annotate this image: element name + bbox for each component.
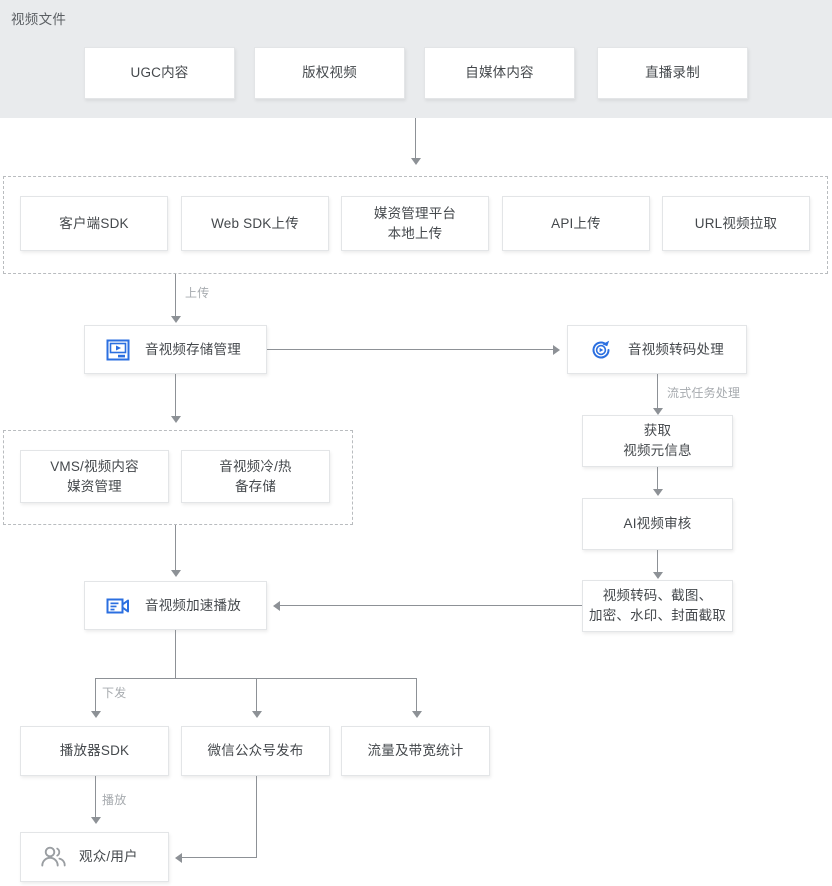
connector-meta-to-ai-review-arrowhead [653,489,663,496]
connector-upload-to-storage [175,274,176,319]
upload-box-web-sdk-label: Web SDK上传 [211,215,299,231]
connector-ai-review-to-process [657,550,658,575]
connector-wechat-to-audience-arrowhead [175,853,182,863]
connector-storage-to-transcode [267,349,554,350]
pipeline-box-transcode-ops[interactable]: 视频转码、截图、 加密、水印、封面截取 [582,580,733,632]
connector-sources-to-upload-arrowhead [411,158,421,165]
node-transcode[interactable]: 音视频转码处理 [567,325,747,374]
upload-box-client-sdk-label: 客户端SDK [59,215,129,231]
connector-bus-to-stats-arrowhead [412,711,422,718]
distribution-box-player-sdk[interactable]: 播放器SDK [20,726,169,776]
source-box-ugc-label: UGC内容 [130,65,189,81]
vms-box-cold-hot-storage-label: 音视频冷/热 备存储 [219,458,292,494]
upload-box-url-pull-label: URL视频拉取 [694,215,778,231]
upload-box-web-sdk[interactable]: Web SDK上传 [181,196,329,251]
connector-transcode-to-meta [657,374,658,411]
upload-box-client-sdk[interactable]: 客户端SDK [20,196,168,251]
edge-label-upload: 上传 [185,286,210,300]
connector-bus-to-wechat [256,678,257,714]
node-playback-label: 音视频加速播放 [145,597,241,613]
source-box-self-media-label: 自媒体内容 [465,65,534,81]
source-box-ugc[interactable]: UGC内容 [84,47,235,99]
connector-bus-to-wechat-arrowhead [252,711,262,718]
page-title: 视频文件 [11,12,67,27]
connector-storage-to-transcode-arrowhead [553,345,560,355]
distribution-box-traffic-stats[interactable]: 流量及带宽统计 [341,726,490,776]
connector-player-sdk-to-audience [95,776,96,820]
connector-process-to-playback-arrowhead [273,601,280,611]
pipeline-box-get-metadata[interactable]: 获取 视频元信息 [582,415,733,467]
connector-ai-review-to-process-arrowhead [653,572,663,579]
distribution-box-wechat-publish-label: 微信公众号发布 [207,743,304,759]
distribution-box-player-sdk-label: 播放器SDK [59,743,130,759]
edge-label-stream-task: 流式任务处理 [667,386,741,400]
connector-meta-to-ai-review [657,467,658,492]
connector-bus-to-player-sdk-arrowhead [91,711,101,718]
edge-label-play: 播放 [102,793,127,807]
connector-distribution-bus [95,678,416,679]
node-audience-label: 观众/用户 [79,849,138,865]
source-box-copyright[interactable]: 版权视频 [254,47,405,99]
source-box-self-media[interactable]: 自媒体内容 [424,47,575,99]
connector-vms-to-playback [175,525,176,573]
users-icon [39,844,69,870]
upload-box-api-label: API上传 [551,215,601,231]
node-transcode-label: 音视频转码处理 [628,341,724,357]
vms-box-media-management[interactable]: VMS/视频内容 媒资管理 [20,450,169,503]
distribution-box-traffic-stats-label: 流量及带宽统计 [367,743,464,759]
node-video-storage-label: 音视频存储管理 [145,341,241,357]
vms-box-media-management-label: VMS/视频内容 媒资管理 [50,458,139,494]
connector-player-sdk-to-audience-arrowhead [91,817,101,824]
connector-storage-to-vms-arrowhead [171,416,181,423]
pipeline-box-get-metadata-label: 获取 视频元信息 [623,423,692,458]
connector-wechat-to-audience-vertical [256,776,257,857]
connector-storage-to-vms [175,374,176,419]
connector-transcode-to-meta-arrowhead [653,408,663,415]
pipeline-box-ai-review-label: AI视频审核 [623,516,692,532]
connector-bus-to-player-sdk [95,678,96,714]
connector-upload-to-storage-arrowhead [171,316,181,323]
upload-box-vms-local-label: 媒资管理平台 本地上传 [373,205,457,241]
source-box-live-record-label: 直播录制 [645,65,700,81]
upload-box-api[interactable]: API上传 [502,196,650,251]
connector-playback-trunk [175,630,176,678]
pipeline-box-ai-review[interactable]: AI视频审核 [582,498,733,550]
upload-box-vms-local[interactable]: 媒资管理平台 本地上传 [341,196,489,251]
upload-box-url-pull[interactable]: URL视频拉取 [662,196,810,251]
connector-process-to-playback [280,605,582,606]
node-audience[interactable]: 观众/用户 [20,832,169,882]
vms-storage-group [3,430,353,525]
node-video-storage[interactable]: 音视频存储管理 [84,325,267,374]
node-playback[interactable]: 音视频加速播放 [84,581,267,630]
source-box-copyright-label: 版权视频 [302,65,357,81]
vms-box-cold-hot-storage[interactable]: 音视频冷/热 备存储 [181,450,330,503]
edge-label-deliver: 下发 [102,686,127,700]
distribution-box-wechat-publish[interactable]: 微信公众号发布 [181,726,330,776]
upload-methods-group [3,176,828,274]
connector-sources-to-upload [415,118,416,161]
source-box-live-record[interactable]: 直播录制 [597,47,748,99]
connector-vms-to-playback-arrowhead [171,570,181,577]
video-storage-icon [105,337,131,363]
transcode-refresh-icon [588,337,614,363]
connector-wechat-to-audience-horizontal [182,857,257,858]
pipeline-box-transcode-ops-label: 视频转码、截图、 加密、水印、封面截取 [589,588,726,623]
connector-bus-to-stats [416,678,417,714]
video-camera-icon [105,593,131,619]
